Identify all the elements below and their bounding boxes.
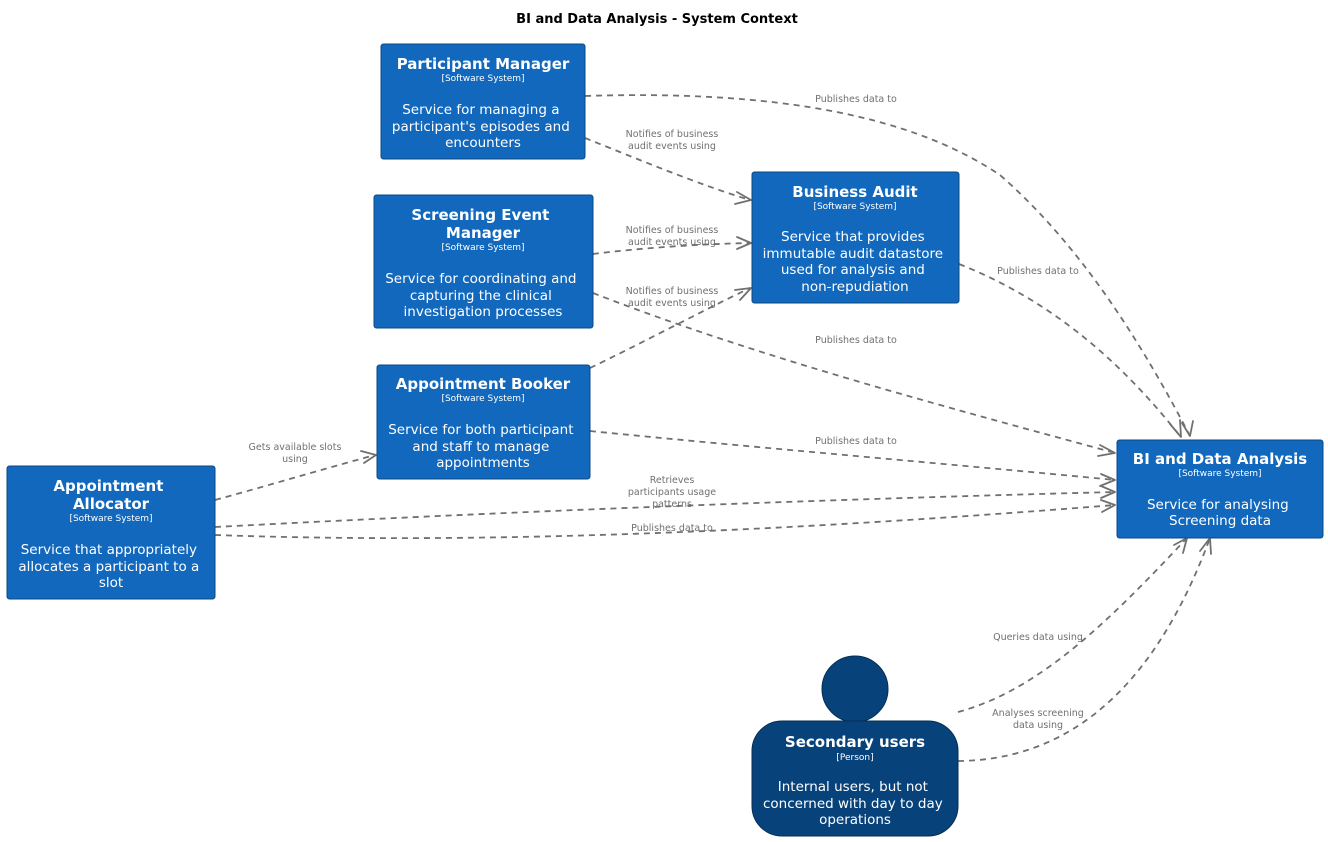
node-screening-event-manager[interactable]: Screening Event Manager [Software System…: [373, 194, 594, 329]
node-participant-manager[interactable]: Participant Manager [Software System] Se…: [380, 43, 586, 160]
node-description: Service that appropriately allocates a p…: [18, 542, 203, 591]
node-type: [Software System]: [813, 202, 896, 212]
node-name: Appointment Booker: [396, 375, 571, 393]
node-description: Service that provides immutable audit da…: [763, 229, 948, 295]
arrowhead-icon: [360, 450, 377, 464]
node-name: Secondary users: [785, 733, 925, 751]
node-type: [Software System]: [441, 243, 524, 253]
node-description: Internal users, but not concerned with d…: [763, 779, 947, 828]
relationship-edges: [214, 94, 1212, 762]
node-business-audit[interactable]: Business Audit [Software System] Service…: [751, 171, 960, 304]
arrowhead-icon: [1100, 485, 1116, 499]
edge-label: Publishes data to: [997, 266, 1079, 277]
node-type: [Software System]: [441, 74, 524, 84]
node-type: [Software System]: [69, 514, 152, 524]
node-appointment-allocator[interactable]: Appointment Allocator [Software System] …: [6, 465, 216, 600]
arrowhead-icon: [736, 236, 752, 250]
node-name: BI and Data Analysis: [1133, 450, 1307, 468]
node-type: [Software System]: [441, 394, 524, 404]
edge-label: Publishes data to: [815, 436, 897, 447]
arrowhead-icon: [1100, 499, 1116, 513]
person-body: [751, 720, 959, 837]
node-name: Screening Event Manager: [411, 206, 554, 242]
node-secondary-users[interactable]: Secondary users [Person] Internal users,…: [751, 655, 959, 837]
node-name: Appointment Allocator: [53, 477, 168, 513]
edge-secondary-users-analyse-bi: [957, 537, 1211, 762]
person-head-icon: [821, 655, 889, 723]
edge-audit-to-bi: [958, 263, 1181, 437]
edge-screening-event-manager-to-bi: [592, 292, 1116, 454]
arrowhead-icon: [1169, 419, 1182, 438]
edge-appointment-booker-to-audit: [589, 287, 751, 369]
node-description: Service for both participant and staff t…: [388, 422, 578, 471]
edge-screening-event-manager-to-audit: [592, 242, 751, 255]
edge-label: Publishes data to: [815, 335, 897, 346]
edge-label: Queries data using: [993, 632, 1083, 643]
diagram-title: BI and Data Analysis - System Context: [516, 12, 798, 27]
edge-label: Publishes data to: [631, 523, 713, 534]
node-description: Service for managing a participant's epi…: [392, 102, 574, 151]
node-name: Business Audit: [792, 183, 917, 201]
node-appointment-booker[interactable]: Appointment Booker [Software System] Ser…: [376, 364, 591, 480]
arrowhead-icon: [1181, 420, 1194, 437]
node-name: Participant Manager: [397, 55, 570, 73]
arrowhead-icon: [1097, 444, 1116, 457]
arrowhead-icon: [734, 287, 752, 301]
edge-label: Publishes data to: [815, 94, 897, 105]
edge-appointment-allocator-publishes-bi: [214, 504, 1116, 540]
node-type: [Software System]: [1178, 469, 1261, 479]
node-bi-and-data-analysis[interactable]: BI and Data Analysis [Software System] S…: [1116, 439, 1324, 539]
arrowhead-icon: [734, 191, 752, 205]
edge-participant-manager-to-bi: [584, 94, 1191, 437]
edge-appointment-allocator-to-booker: [214, 454, 376, 501]
arrowhead-icon: [1099, 473, 1116, 487]
node-description: Service for analysing Screening data: [1147, 497, 1293, 529]
edge-participant-manager-to-audit: [584, 137, 751, 201]
edge-secondary-users-query-bi: [957, 537, 1188, 713]
edge-appointment-booker-to-bi: [589, 430, 1116, 481]
node-description: Service for coordinating and capturing t…: [385, 271, 581, 320]
edge-appointment-allocator-retrieves-bi: [214, 491, 1116, 528]
node-type: [Person]: [836, 753, 873, 763]
